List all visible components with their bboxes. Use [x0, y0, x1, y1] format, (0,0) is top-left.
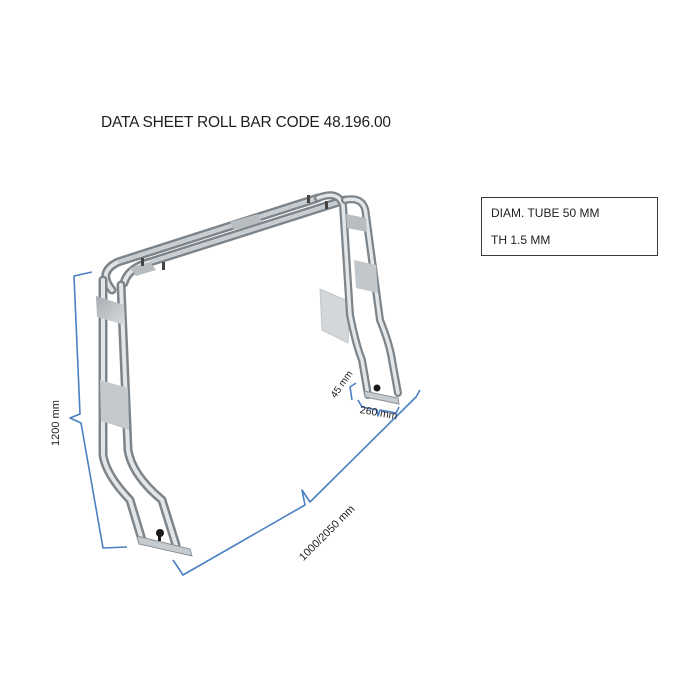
dimension-lines: [69, 271, 421, 576]
top-plate-left: [130, 262, 156, 276]
document-title: DATA SHEET ROLL BAR CODE 48.196.00: [101, 114, 391, 131]
spec-box: DIAM. TUBE 50 MM TH 1.5 MM: [481, 197, 658, 256]
left-plate-upper: [96, 296, 125, 325]
height-dimension-label: 1200 mm: [50, 400, 62, 446]
spec-tube-diameter: DIAM. TUBE 50 MM: [491, 206, 600, 220]
right-frame: [314, 191, 402, 399]
base-bracket: [357, 399, 400, 417]
right-plate-lower: [354, 260, 378, 293]
right-knob-icon: [373, 384, 381, 392]
depth-bracket: [349, 382, 357, 401]
top-plate-center: [230, 214, 262, 230]
left-foot: [136, 535, 193, 557]
top-tubes: [117, 195, 346, 276]
mount-plate: [319, 288, 351, 344]
left-plate-lower: [100, 380, 129, 430]
right-plate-upper: [346, 214, 367, 232]
right-foot: [363, 390, 400, 405]
height-bracket: [69, 271, 128, 549]
spec-thickness: TH 1.5 MM: [491, 233, 551, 247]
left-frame: [98, 193, 350, 550]
width-bracket: [172, 389, 421, 576]
